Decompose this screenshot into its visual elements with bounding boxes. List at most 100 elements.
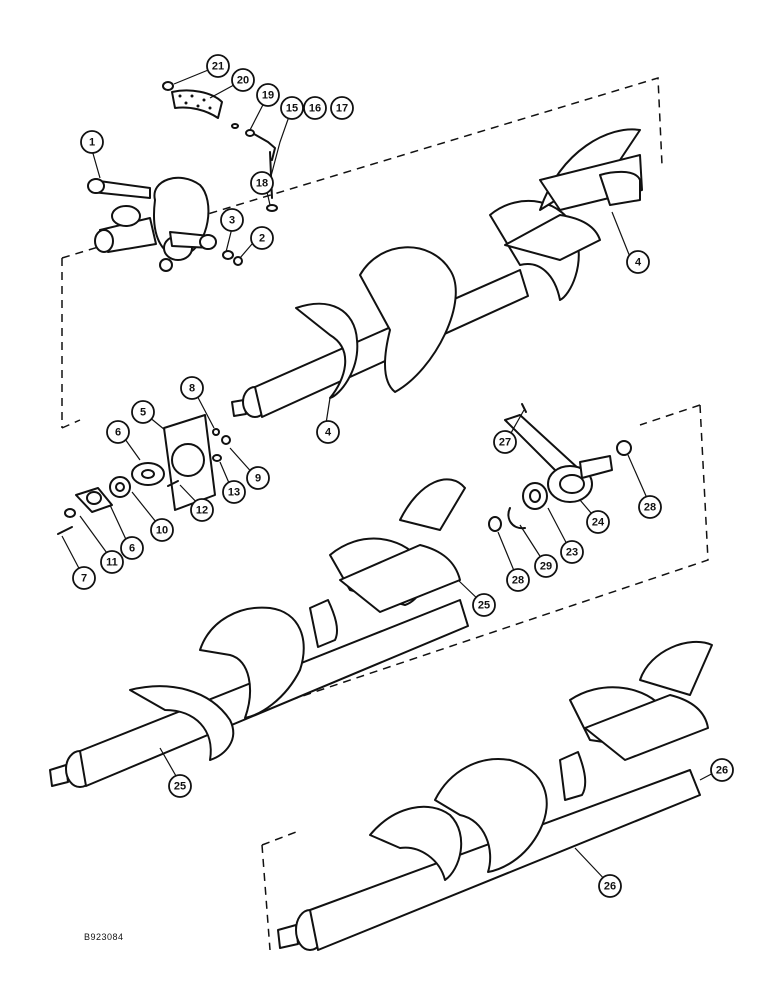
callout-c28a: 28	[506, 568, 530, 592]
callout-c8: 8	[180, 376, 204, 400]
callout-number: 6	[129, 543, 135, 555]
callout-c3: 3	[220, 208, 244, 232]
callout-number: 6	[115, 427, 121, 439]
callout-number: 25	[174, 781, 186, 793]
callout-circle	[560, 540, 584, 564]
callout-c1: 1	[80, 130, 104, 154]
callout-number: 15	[286, 103, 298, 115]
callout-number: 13	[228, 487, 240, 499]
callout-number: 26	[604, 881, 616, 893]
middle-auger	[49, 478, 469, 788]
callout-circle	[316, 420, 340, 444]
callout-number: 7	[81, 573, 87, 585]
callout-circle	[131, 400, 155, 424]
callout-circle	[80, 130, 104, 154]
callout-c21: 21	[206, 54, 230, 78]
callout-number: 28	[512, 575, 524, 587]
lower-auger	[277, 640, 713, 951]
callout-circle	[180, 376, 204, 400]
callout-circle	[190, 498, 214, 522]
callout-circle	[638, 495, 662, 519]
callout-c17: 17	[330, 96, 354, 120]
callout-circle	[106, 420, 130, 444]
callout-c4a: 4	[626, 250, 650, 274]
callout-number: 12	[196, 505, 208, 517]
callout-number: 24	[592, 517, 605, 529]
leader-lines	[61, 65, 720, 885]
callout-circle	[250, 171, 274, 195]
callout-circle	[506, 568, 530, 592]
lower-auger-group-frame	[261, 831, 297, 951]
callout-number: 3	[229, 215, 235, 227]
callout-number: 29	[540, 561, 552, 573]
callout-circle	[710, 758, 734, 782]
callout-c26b: 26	[598, 874, 622, 898]
callout-c4b: 4	[316, 420, 340, 444]
callout-c27: 27	[493, 430, 517, 454]
idler-arm-group	[488, 403, 632, 532]
callout-number: 8	[189, 383, 195, 395]
callout-circle	[250, 226, 274, 250]
callout-number: 17	[336, 103, 348, 115]
callout-c7: 7	[72, 566, 96, 590]
drawing-code: B923084	[84, 932, 124, 942]
callout-c6b: 6	[120, 536, 144, 560]
callout-number: 10	[156, 525, 168, 537]
callout-circle	[586, 510, 610, 534]
callout-circle	[330, 96, 354, 120]
callout-c29: 29	[534, 554, 558, 578]
callout-c13: 13	[222, 480, 246, 504]
callout-c2: 2	[250, 226, 274, 250]
callout-circle	[120, 536, 144, 560]
callout-number: 27	[499, 437, 511, 449]
callout-number: 5	[140, 407, 146, 419]
callout-c16: 16	[303, 96, 327, 120]
callout-c28b: 28	[638, 495, 662, 519]
callout-number: 4	[325, 427, 332, 439]
callout-number: 23	[566, 547, 578, 559]
callout-c18: 18	[250, 171, 274, 195]
callout-circle	[72, 566, 96, 590]
callout-number: 4	[635, 257, 642, 269]
bearing-hardware-group	[57, 414, 231, 535]
callout-number: 18	[256, 178, 268, 190]
callout-circle	[534, 554, 558, 578]
callout-c23: 23	[560, 540, 584, 564]
upper-auger	[231, 128, 643, 418]
callout-c25b: 25	[168, 774, 192, 798]
callout-c25a: 25	[472, 593, 496, 617]
callout-number: 16	[309, 103, 321, 115]
callout-number: 9	[255, 473, 261, 485]
upper-auger-group-frame	[61, 77, 663, 429]
callout-number: 25	[478, 600, 490, 612]
callout-c6a: 6	[106, 420, 130, 444]
callout-number: 11	[106, 557, 118, 569]
callout-c24: 24	[586, 510, 610, 534]
callout-circle	[150, 518, 174, 542]
gearbox-assembly	[87, 176, 217, 272]
callout-c26a: 26	[710, 758, 734, 782]
callout-circle	[220, 208, 244, 232]
callout-number: 28	[644, 502, 656, 514]
callout-circle	[303, 96, 327, 120]
callout-circle	[256, 83, 280, 107]
callout-c20: 20	[231, 68, 255, 92]
callout-number: 21	[212, 61, 224, 73]
callout-number: 26	[716, 765, 728, 777]
callout-c12: 12	[190, 498, 214, 522]
callout-number: 1	[89, 137, 95, 149]
callout-circle	[168, 774, 192, 798]
callout-number: 20	[237, 75, 249, 87]
callout-circle	[493, 430, 517, 454]
callout-circle	[472, 593, 496, 617]
callout-circle	[100, 550, 124, 574]
callout-c9: 9	[246, 466, 270, 490]
callout-circle	[206, 54, 230, 78]
callout-circle	[222, 480, 246, 504]
callout-number: 2	[259, 233, 265, 245]
callout-circle	[280, 96, 304, 120]
callout-c11: 11	[100, 550, 124, 574]
callout-circle	[598, 874, 622, 898]
